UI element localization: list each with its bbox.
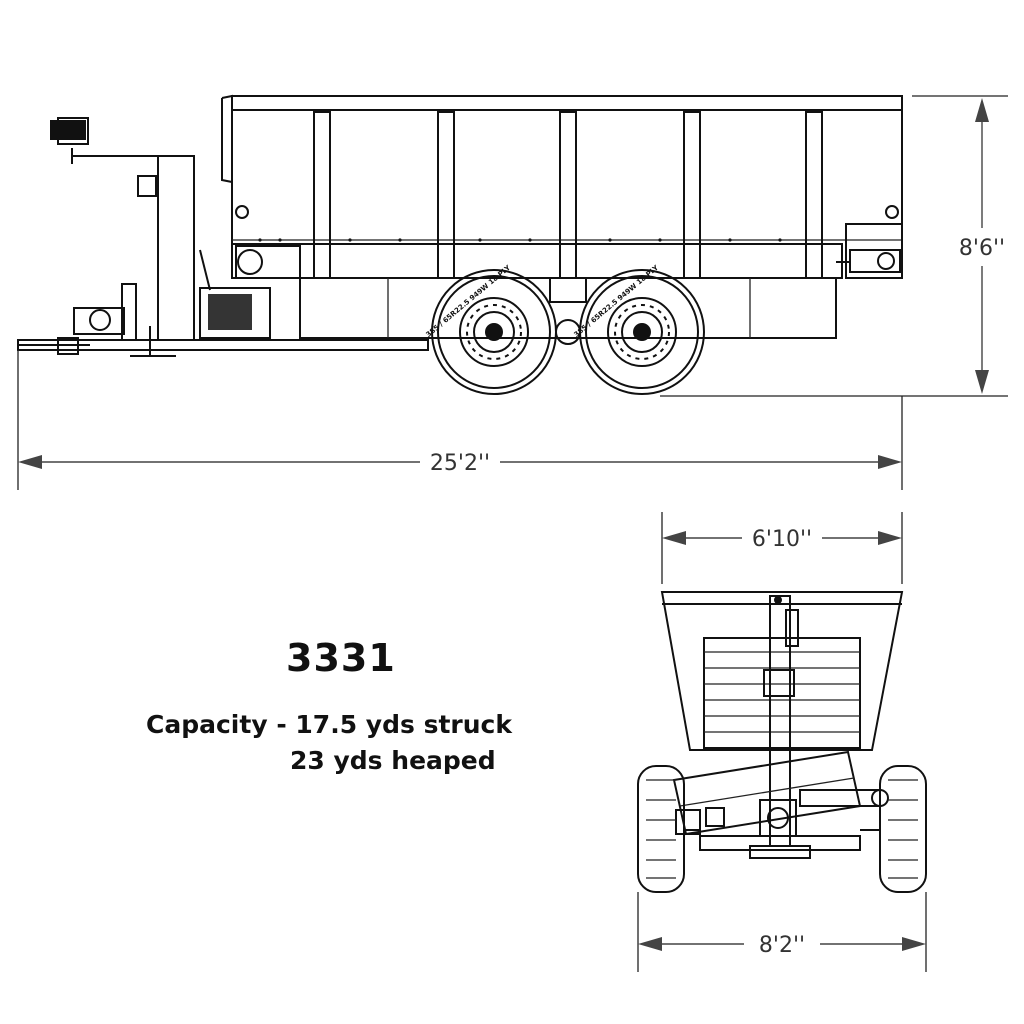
side-view: 385 / 65R22.5 949W 18 PLY 385 / 65R22.5 … <box>17 94 1008 490</box>
spreader-box <box>221 94 903 279</box>
rear-left-tire <box>637 765 700 893</box>
rear-right-tire <box>860 765 927 893</box>
tandem-wheels: 385 / 65R22.5 949W 18 PLY 385 / 65R22.5 … <box>425 263 705 395</box>
rear-gearbox <box>836 223 903 279</box>
rear-tire <box>579 269 705 395</box>
overall-width-dimension: 8'2'' <box>637 892 927 972</box>
rear-hopper <box>660 591 904 751</box>
box-posts <box>313 111 823 279</box>
height-label: 8'6'' <box>959 236 1005 261</box>
front-controls <box>50 117 301 357</box>
length-label: 25'2'' <box>430 451 490 476</box>
rear-view: 6'10'' <box>637 512 927 972</box>
capacity-struck: Capacity - 17.5 yds struck <box>146 710 512 739</box>
height-dimension: 8'6'' <box>660 95 1008 397</box>
capacity-heaped: 23 yds heaped <box>290 746 496 775</box>
body-width-label: 6'10'' <box>752 527 812 552</box>
spinner-assembly <box>672 750 889 859</box>
overall-width-label: 8'2'' <box>759 933 805 958</box>
model-number: 3331 <box>286 636 396 680</box>
body-width-dimension: 6'10'' <box>661 512 903 584</box>
front-tire <box>431 269 557 395</box>
length-dimension: 25'2'' <box>17 350 903 490</box>
frame <box>17 277 837 351</box>
